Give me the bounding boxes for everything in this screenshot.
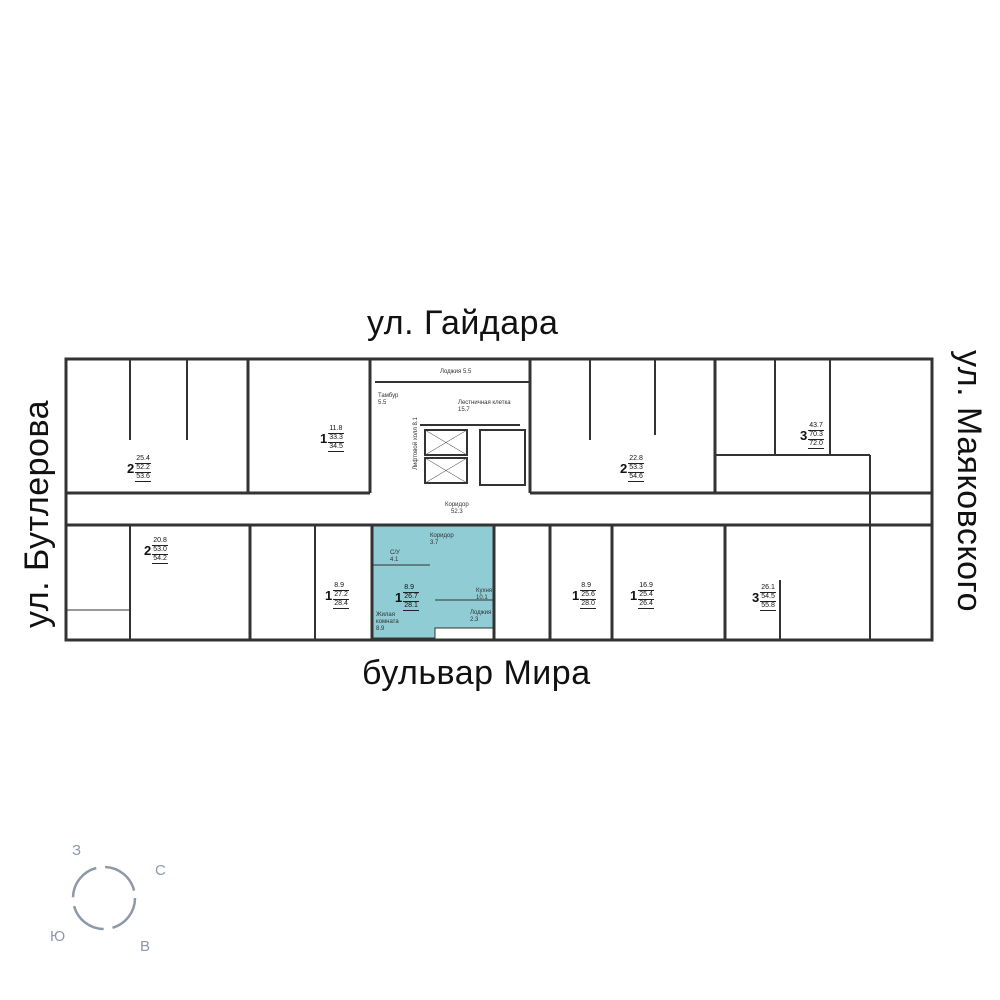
compass xyxy=(71,865,137,931)
room-count: 3 xyxy=(800,428,808,443)
room-count: 3 xyxy=(752,590,760,605)
living-area: 16.9 xyxy=(638,582,654,591)
total-with-loggia: 28.4 xyxy=(333,600,349,609)
walls xyxy=(64,357,934,642)
living-area: 8.9 xyxy=(403,584,419,593)
street-label-top: ул. Гайдара xyxy=(367,304,559,342)
living-area: 8.9 xyxy=(333,582,349,591)
total-with-loggia: 28.0 xyxy=(580,600,596,609)
living-area: 11.8 xyxy=(328,425,344,434)
total-area: 27.2 xyxy=(333,591,349,600)
compass-east: В xyxy=(140,938,151,955)
total-with-loggia: 34.5 xyxy=(328,443,344,452)
total-with-loggia: 53.6 xyxy=(135,473,151,482)
total-area: 26.7 xyxy=(403,593,419,602)
total-area: 25.4 xyxy=(638,591,654,600)
total-with-loggia: 54.6 xyxy=(628,473,644,482)
living-area: 8.9 xyxy=(580,582,596,591)
total-area: 53.3 xyxy=(628,464,644,473)
room-count: 1 xyxy=(630,588,638,603)
room-count: 1 xyxy=(572,588,580,603)
total-with-loggia: 54.2 xyxy=(152,555,168,564)
room-count: 1 xyxy=(395,590,403,605)
room-count: 1 xyxy=(325,588,333,603)
compass-south: Ю xyxy=(50,928,66,945)
living-area: 25.4 xyxy=(135,455,151,464)
total-with-loggia: 72.0 xyxy=(808,440,824,449)
room-count: 2 xyxy=(144,543,152,558)
total-area: 25.6 xyxy=(580,591,596,600)
total-with-loggia: 28.1 xyxy=(403,602,419,611)
core-loggia-label: Лоджия 5.5 xyxy=(440,369,472,375)
total-with-loggia: 55.8 xyxy=(760,602,776,611)
total-area: 33.3 xyxy=(328,434,344,443)
room-count: 2 xyxy=(127,461,135,476)
total-area: 54.5 xyxy=(760,593,776,602)
compass-west: З xyxy=(72,842,82,859)
living-area: 22.8 xyxy=(628,455,644,464)
street-label-bottom: бульвар Мира xyxy=(362,654,591,692)
total-area: 53.0 xyxy=(152,546,168,555)
total-area: 70.3 xyxy=(808,431,824,440)
living-area: 20.8 xyxy=(152,537,168,546)
room-count: 2 xyxy=(620,461,628,476)
total-with-loggia: 26.4 xyxy=(638,600,654,609)
total-area: 52.2 xyxy=(135,464,151,473)
core-lift-hall-label: Лифтовой холл 8.1 xyxy=(412,417,419,470)
living-area: 43.7 xyxy=(808,422,824,431)
room-count: 1 xyxy=(320,431,328,446)
compass-north: С xyxy=(155,862,166,879)
living-area: 26.1 xyxy=(760,584,776,593)
